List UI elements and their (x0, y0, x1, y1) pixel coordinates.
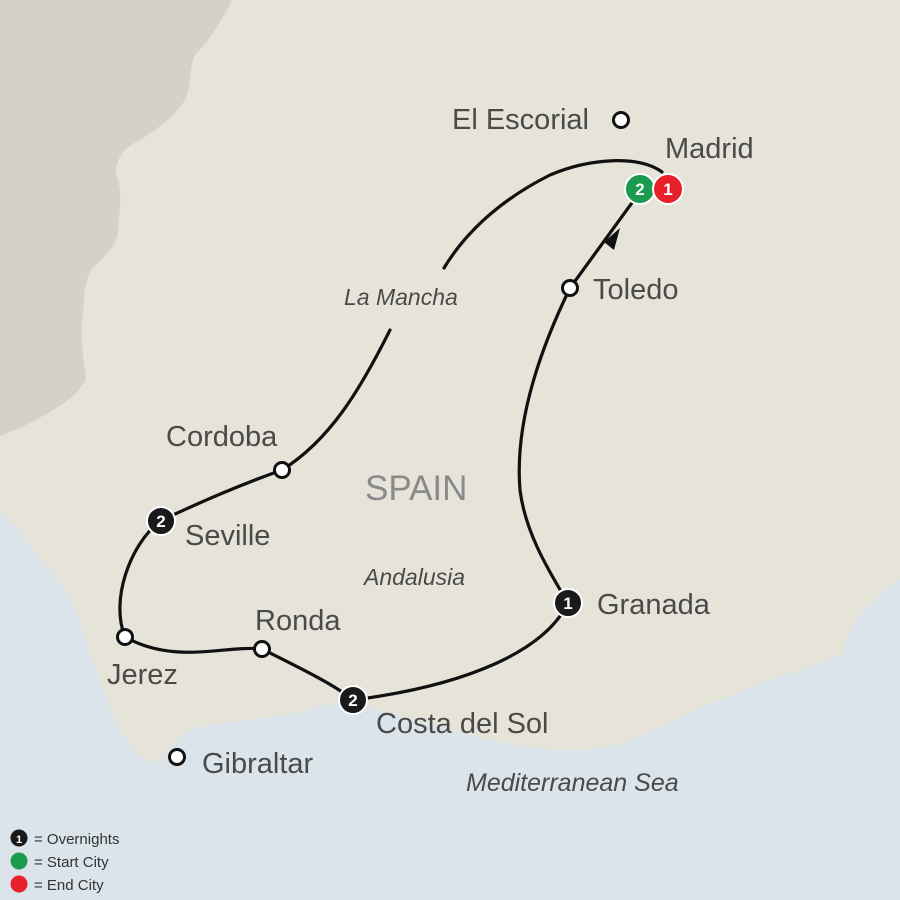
svg-text:= End City: = End City (34, 877, 104, 894)
cordoba-label: Cordoba (166, 421, 278, 453)
granada-badge[interactable]: 1 (553, 588, 583, 618)
legend-start-city: = Start City (10, 852, 109, 871)
gibraltar-label: Gibraltar (202, 748, 314, 780)
svg-text:2: 2 (348, 691, 357, 710)
el-escorial-dot[interactable] (612, 111, 630, 129)
svg-text:1: 1 (16, 834, 22, 846)
costa-del-sol-badge[interactable]: 2 (338, 685, 368, 715)
tour-route (118, 187, 644, 702)
granada-label: Granada (597, 589, 711, 621)
la-mancha-label: La Mancha (344, 284, 458, 310)
svg-text:1: 1 (663, 180, 672, 199)
svg-text:2: 2 (156, 512, 165, 531)
ronda-dot[interactable] (253, 640, 271, 658)
toledo-dot[interactable] (561, 279, 579, 297)
el-escorial-label: El Escorial (452, 104, 589, 136)
svg-text:= Start City: = Start City (34, 854, 109, 871)
andalusia-label: Andalusia (362, 564, 465, 590)
jerez-dot[interactable] (116, 628, 134, 646)
legend-end-city: = End City (10, 875, 104, 894)
seville-badge[interactable]: 2 (146, 506, 176, 536)
sea-label: Mediterranean Sea (466, 769, 679, 797)
madrid-end-badge[interactable]: 1 (652, 173, 684, 205)
country-label: SPAIN (365, 469, 467, 508)
seville-label: Seville (185, 520, 270, 552)
jerez-label: Jerez (107, 659, 178, 691)
madrid-label: Madrid (665, 133, 754, 165)
svg-text:= Overnights: = Overnights (34, 831, 119, 848)
portugal-landmass (0, 0, 232, 436)
toledo-label: Toledo (593, 274, 678, 306)
legend-overnights: 1 = Overnights (10, 829, 119, 848)
madrid-start-badge[interactable]: 2 (624, 173, 656, 205)
tour-route-north (442, 159, 664, 270)
svg-text:2: 2 (635, 180, 644, 199)
route-direction-arrow (604, 228, 620, 250)
costa-del-sol-label: Costa del Sol (376, 708, 549, 740)
ronda-label: Ronda (255, 605, 341, 637)
cordoba-dot[interactable] (273, 461, 291, 479)
svg-text:1: 1 (563, 594, 572, 613)
map-legend: 1 = Overnights = Start City = End City (10, 829, 119, 894)
gibraltar-dot[interactable] (168, 748, 186, 766)
